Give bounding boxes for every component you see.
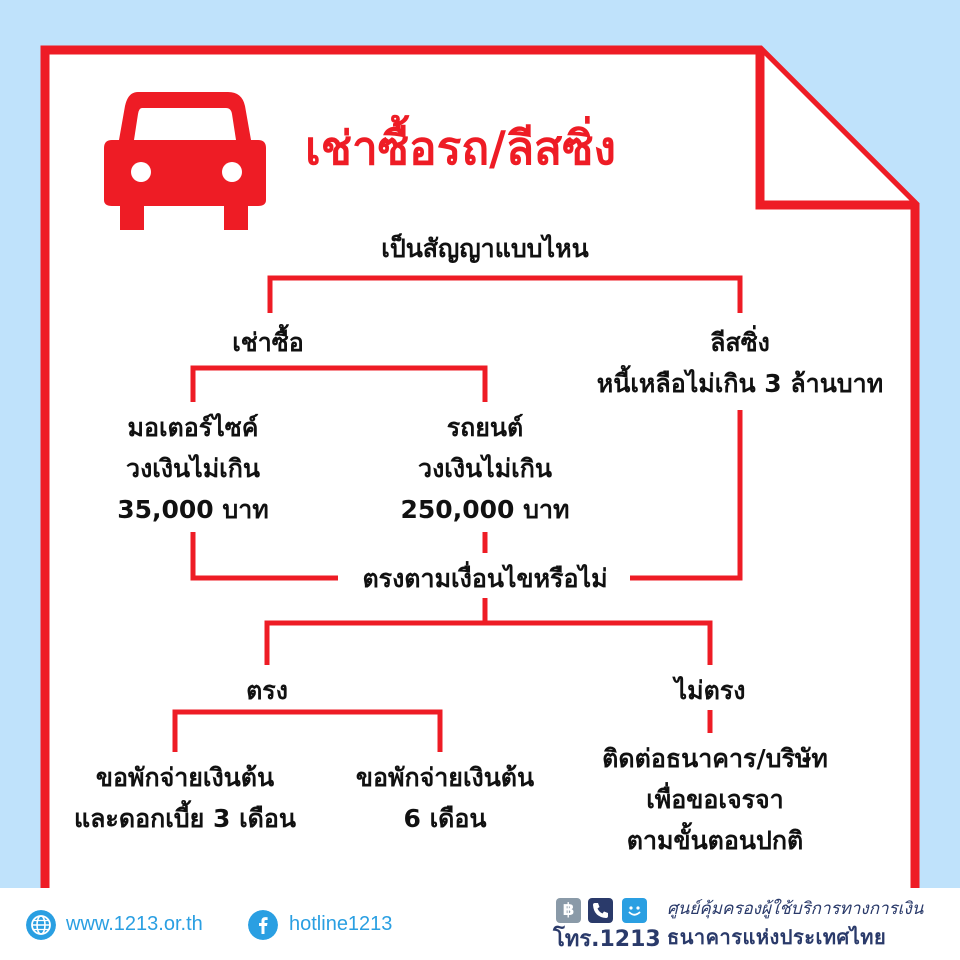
node-car: รถยนต์ วงเงินไม่เกิน 250,000 บาท [401, 407, 570, 530]
node-contact-line3: ตามขั้นตอนปกติ [626, 826, 804, 855]
node-motorcycle-line1: มอเตอร์ไซค์ [127, 413, 259, 442]
node-leasing-line2: หนี้เหลือไม่เกิน 3 ล้านบาท [596, 369, 884, 398]
car-icon [104, 92, 266, 230]
question-eligibility: ตรงตามเงื่อนไขหรือไม่ [362, 564, 608, 593]
node-leasing: ลีสซิ่ง หนี้เหลือไม่เกิน 3 ล้านบาท [597, 322, 883, 404]
node-motorcycle-line2: วงเงินไม่เกิน [126, 454, 260, 483]
baht-icon: ฿ [556, 898, 581, 923]
node-option-a-line2: และดอกเบี้ย 3 เดือน [74, 804, 296, 833]
node-motorcycle-line3: 35,000 บาท [117, 495, 269, 524]
footer-bar: www.1213.or.th hotline1213 ฿ โทร.1213 ศู… [0, 888, 960, 960]
node-option-b-line2: 6 เดือน [403, 804, 487, 833]
node-option-3-months: ขอพักจ่ายเงินต้น และดอกเบี้ย 3 เดือน [74, 757, 296, 839]
node-leasing-line1: ลีสซิ่ง [710, 328, 770, 357]
node-hire-purchase: เช่าซื้อ [232, 328, 304, 357]
facebook-icon [248, 910, 278, 940]
globe-icon [26, 910, 56, 940]
node-contact-line1: ติดต่อธนาคาร/บริษัท [602, 744, 828, 773]
node-contact-line2: เพื่อขอเจรจา [646, 785, 784, 814]
node-option-b-line1: ขอพักจ่ายเงินต้น [355, 763, 535, 792]
node-contact-lender: ติดต่อธนาคาร/บริษัท เพื่อขอเจรจา ตามขั้น… [602, 738, 828, 861]
node-not-eligible: ไม่ตรง [674, 676, 746, 705]
hotline-logo-text: โทร.1213 [553, 927, 661, 952]
node-motorcycle: มอเตอร์ไซค์ วงเงินไม่เกิน 35,000 บาท [117, 407, 269, 530]
node-car-line3: 250,000 บาท [400, 495, 570, 524]
smile-icon [622, 898, 647, 923]
website-link[interactable]: www.1213.or.th [66, 913, 203, 935]
phone-icon [588, 898, 613, 923]
page-title: เช่าซื้อรถ/ลีสซิ่ง [305, 121, 616, 175]
flow-connectors [172, 275, 743, 752]
node-option-a-line1: ขอพักจ่ายเงินต้น [95, 763, 275, 792]
node-eligible: ตรง [246, 676, 288, 705]
node-car-line2: วงเงินไม่เกิน [418, 454, 552, 483]
node-option-6-months: ขอพักจ่ายเงินต้น 6 เดือน [356, 757, 534, 839]
org-name-line2: ธนาคารแห่งประเทศไทย [667, 925, 887, 949]
question-contract-type: เป็นสัญญาแบบไหน [381, 234, 589, 263]
org-name-line1: ศูนย์คุ้มครองผู้ใช้บริการทางการเงิน [667, 899, 924, 919]
facebook-link[interactable]: hotline1213 [289, 913, 393, 935]
node-car-line1: รถยนต์ [446, 413, 524, 442]
